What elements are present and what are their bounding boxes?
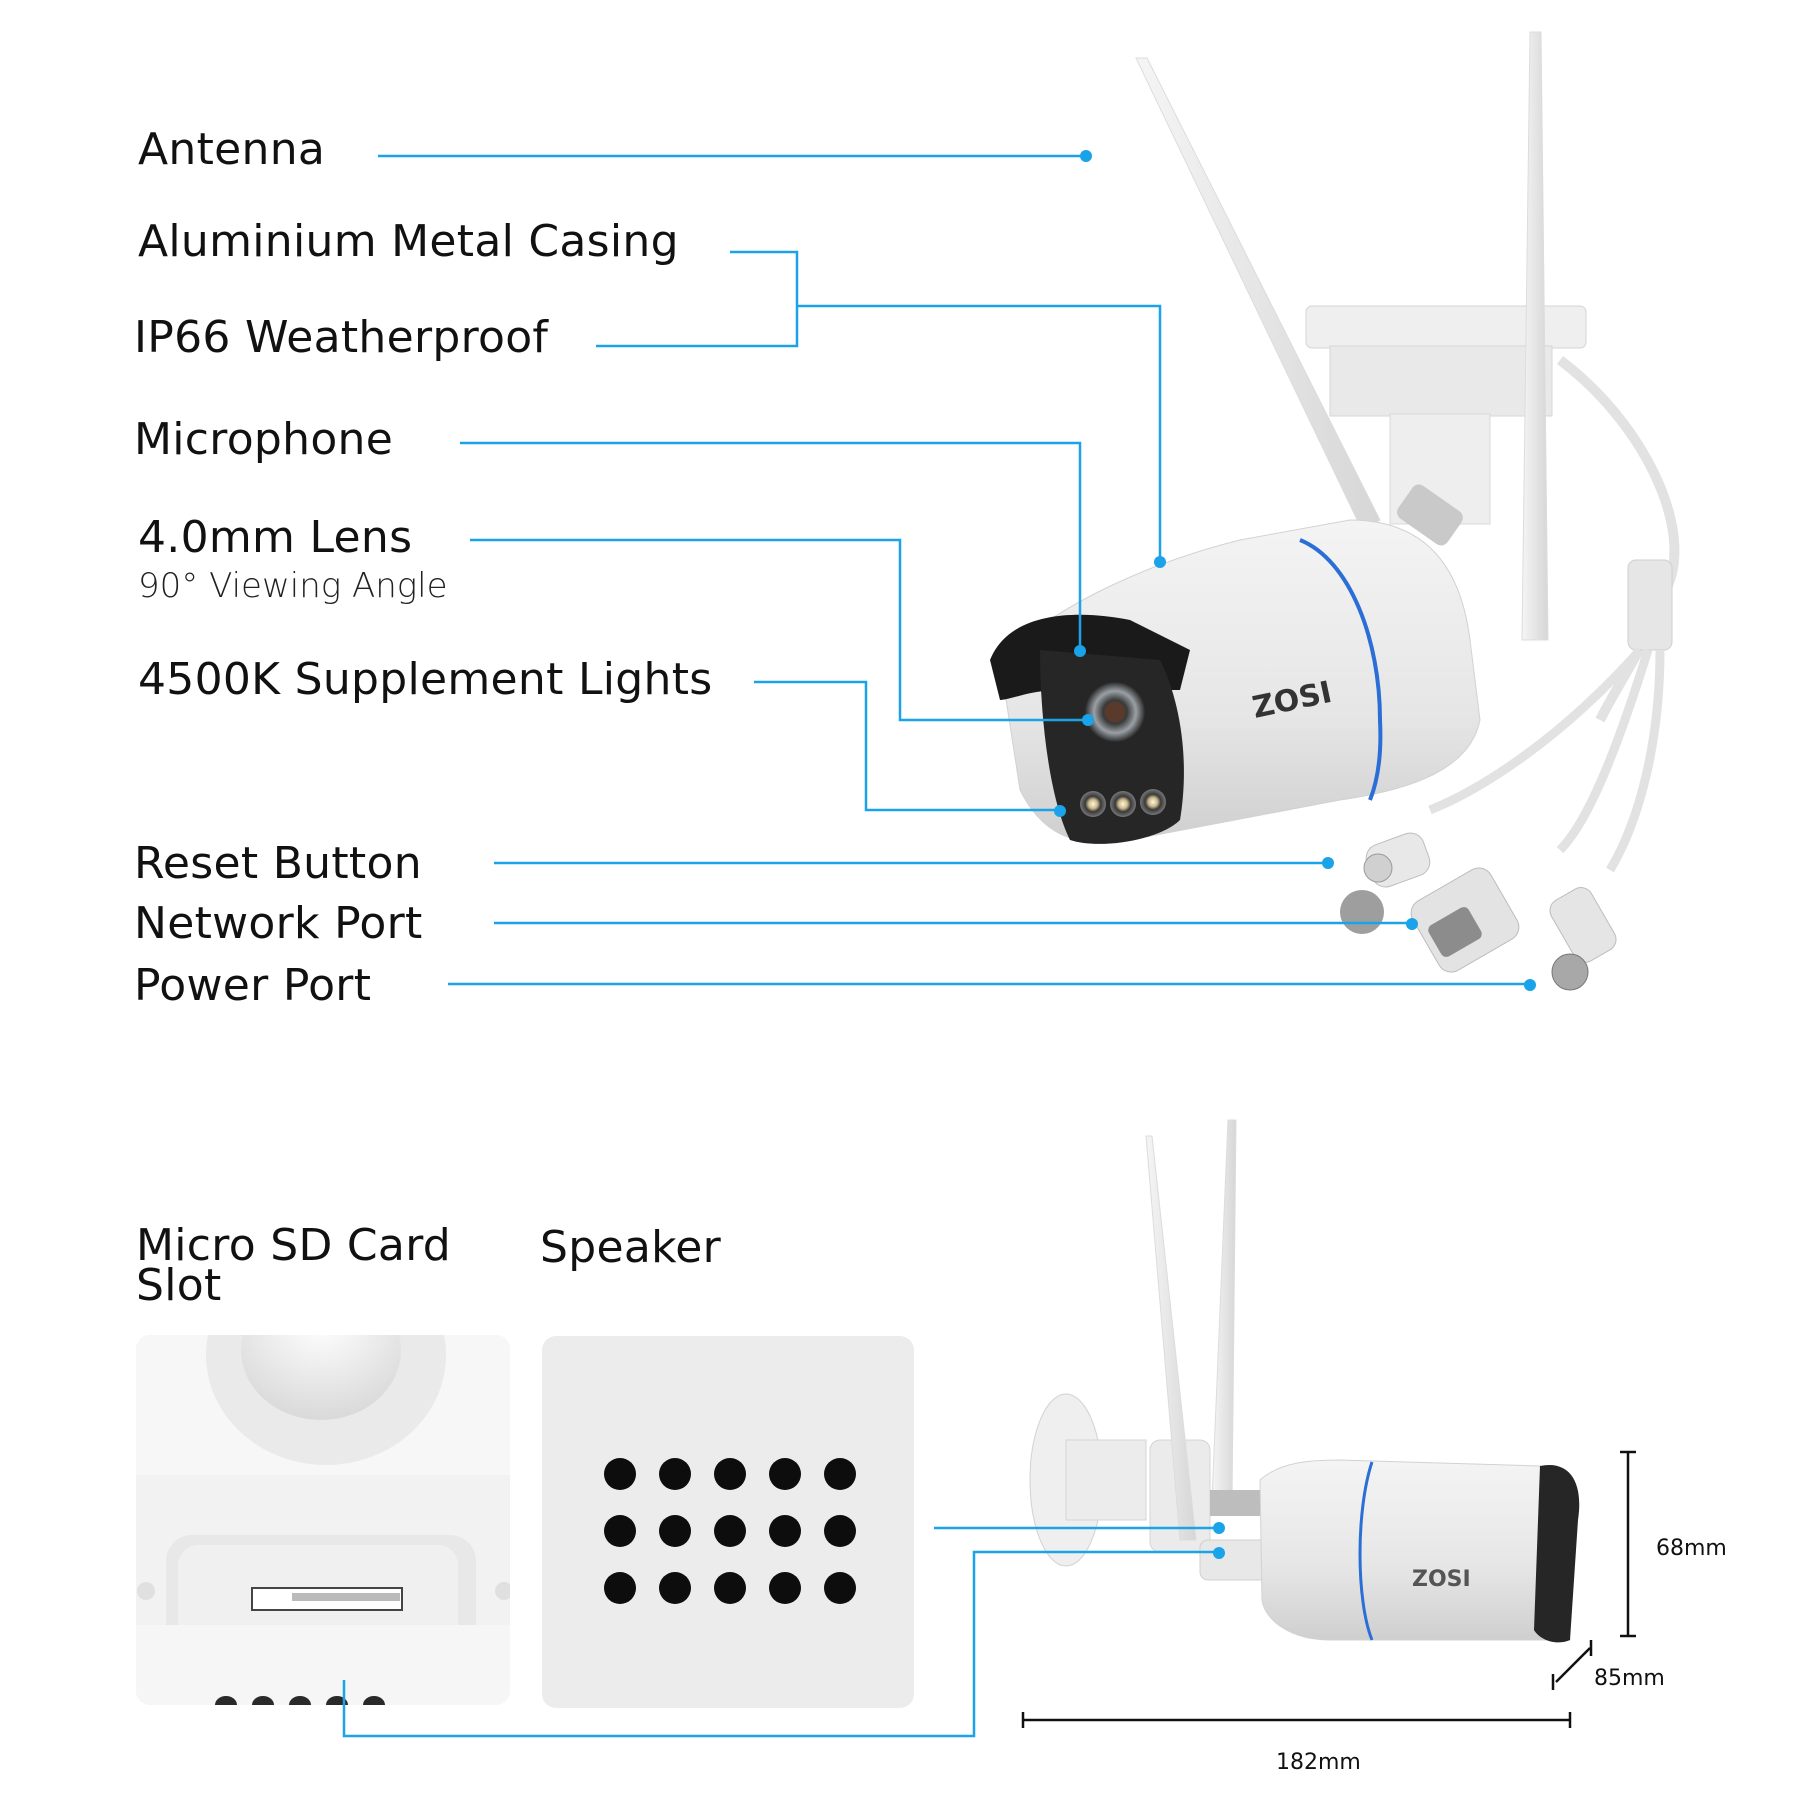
sd-card-dot	[1213, 1547, 1225, 1559]
microphone-callout-line	[460, 441, 1082, 650]
reset-dot	[1322, 857, 1334, 869]
lights-dot	[1054, 805, 1066, 817]
speaker-hole	[714, 1515, 746, 1547]
connector-cap	[1340, 890, 1384, 934]
brand-logo-side: ZOSI	[1412, 1567, 1471, 1592]
bottom-callout-dots	[1213, 1522, 1225, 1559]
speaker-hole	[824, 1458, 856, 1490]
speaker-hole	[769, 1515, 801, 1547]
casing-callout-line	[797, 304, 1162, 560]
top-callout-lines	[378, 154, 1530, 986]
blue-accent-ring-side	[1358, 1461, 1374, 1641]
speaker-label: Speaker	[540, 1222, 722, 1273]
led-light	[1080, 791, 1106, 817]
speaker-panel	[542, 1336, 914, 1708]
speaker-hole	[714, 1572, 746, 1604]
sd-card-panel	[136, 1335, 510, 1705]
led-light	[1140, 789, 1166, 815]
lens-dot	[1082, 714, 1094, 726]
network-dot	[1406, 918, 1418, 930]
antenna-dot	[1080, 150, 1092, 162]
antenna-right	[1521, 31, 1549, 641]
casing-weatherproof-bracket	[596, 250, 799, 348]
speaker-hole	[769, 1458, 801, 1490]
blue-accent-ring	[1299, 538, 1383, 801]
mount-base-shape	[241, 1335, 401, 1420]
speaker-hole	[604, 1458, 636, 1490]
power-connector	[1549, 887, 1617, 991]
antenna-label: Antenna	[138, 124, 326, 175]
speaker-hole	[659, 1515, 691, 1547]
cable	[1556, 356, 1680, 723]
speaker-hole	[659, 1458, 691, 1490]
bottom-callout-lines	[342, 1526, 1219, 1738]
speaker-hole	[604, 1572, 636, 1604]
power-port-label: Power Port	[134, 960, 372, 1011]
dimension-lines	[1021, 1450, 1636, 1728]
antenna-left	[1135, 57, 1381, 531]
lights-callout-line	[754, 680, 1060, 812]
cable-splitter	[1627, 559, 1673, 651]
lens-callout-line	[470, 538, 1088, 722]
led-light	[1110, 791, 1136, 817]
sd-card-closeup	[136, 1335, 510, 1705]
viewing-angle-label: 90° Viewing Angle	[138, 566, 448, 606]
network-port-label: Network Port	[134, 898, 423, 949]
top-camera-illustration: ZOSI	[990, 31, 1680, 991]
speaker-hole	[714, 1458, 746, 1490]
sd-card-label: Micro SD Card Slot	[136, 1220, 452, 1311]
supplement-lights-label: 4500K Supplement Lights	[138, 654, 713, 705]
length-dimension: 182mm	[1276, 1750, 1361, 1775]
speaker-hole	[824, 1572, 856, 1604]
casing-label: Aluminium Metal Casing	[138, 216, 679, 267]
vent-holes	[215, 1696, 385, 1705]
speaker-hole	[604, 1515, 636, 1547]
speaker-hole	[824, 1515, 856, 1547]
speaker-hole	[659, 1572, 691, 1604]
casing-dot	[1154, 556, 1166, 568]
microphone-label: Microphone	[134, 414, 394, 465]
sd-card-callout-line	[342, 1550, 1219, 1738]
speaker-hole	[769, 1572, 801, 1604]
sd-card-label-line2: Slot	[136, 1260, 222, 1311]
lens-label: 4.0mm Lens	[138, 512, 413, 563]
antenna-left-side	[1145, 1135, 1197, 1541]
power-dot	[1524, 979, 1536, 991]
antenna-right-side	[1211, 1119, 1237, 1501]
speaker-grille	[604, 1458, 856, 1604]
weatherproof-label: IP66 Weatherproof	[134, 312, 549, 363]
sd-card-label-line1: Micro SD Card	[136, 1220, 452, 1271]
side-camera-illustration: ZOSI	[1029, 1119, 1580, 1643]
camera-hood-side	[1534, 1464, 1580, 1643]
reset-button-label: Reset Button	[134, 838, 422, 889]
height-dimension: 68mm	[1656, 1536, 1727, 1561]
depth-dimension: 85mm	[1594, 1666, 1665, 1691]
camera-body-side	[1259, 1459, 1571, 1641]
top-callout-dots	[1054, 150, 1536, 991]
microphone-dot	[1074, 645, 1086, 657]
speaker-dot	[1213, 1522, 1225, 1534]
network-connector	[1410, 867, 1520, 973]
depth-dimension-line	[1555, 1647, 1591, 1683]
